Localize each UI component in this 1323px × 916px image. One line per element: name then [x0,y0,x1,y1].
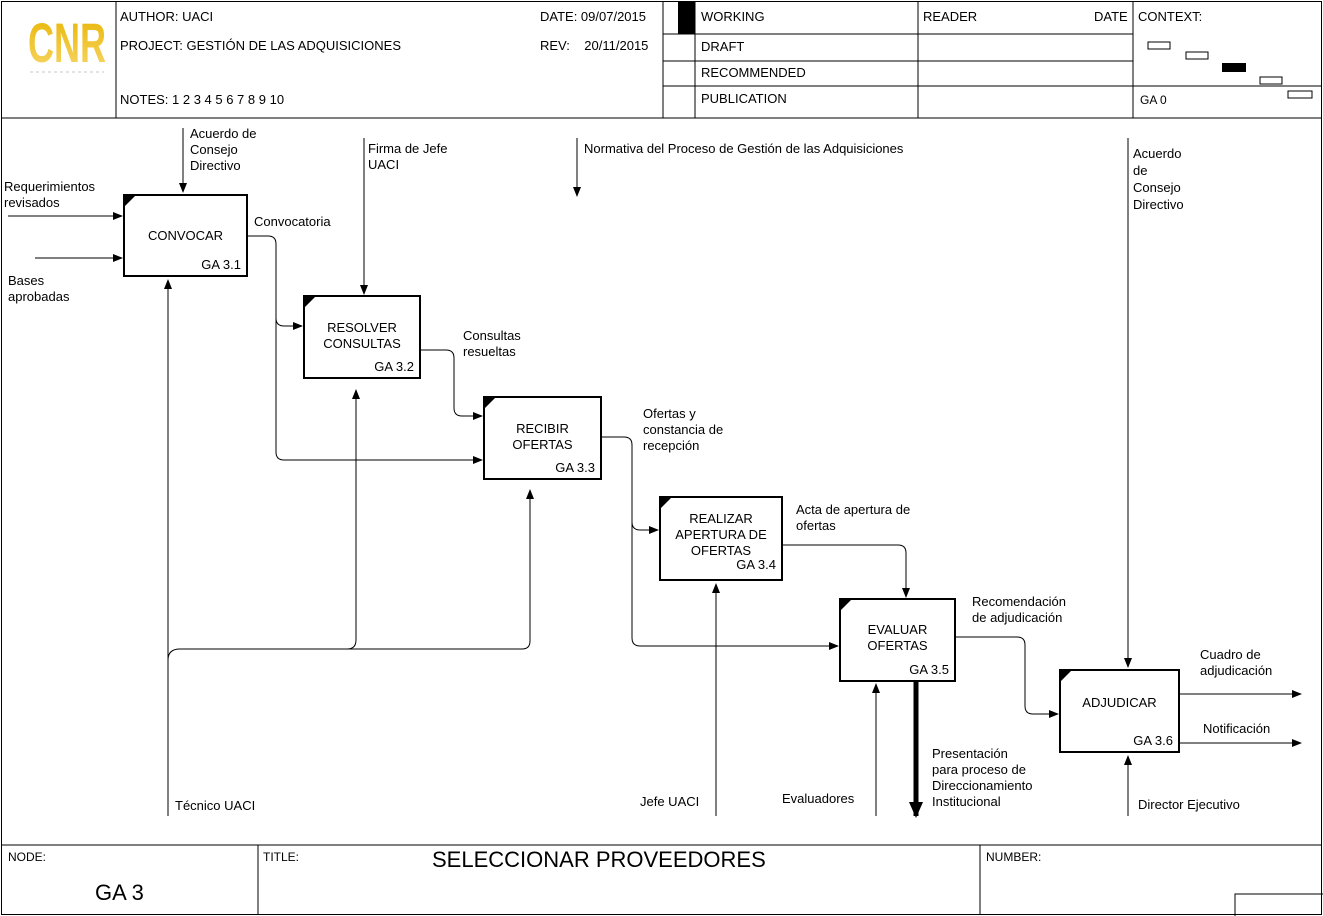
header-project: PROJECT: GESTIÓN DE LAS ADQUISICIONES [120,38,402,53]
box-corner-mark [305,297,315,307]
status-publication: PUBLICATION [701,91,787,106]
activity-recibir-ofertas: RECIBIR OFERTAS GA 3.3 [483,396,602,480]
activity-resolver-consultas: RESOLVER CONSULTAS GA 3.2 [303,295,421,379]
activity-number: GA 3.4 [736,557,776,572]
activity-number: GA 3.3 [555,460,595,475]
status-recommended: RECOMMENDED [701,65,806,80]
label-acuerdo-consejo-2: Acuerdo de Consejo Directivo [1133,146,1184,212]
activity-name: RECIBIR OFERTAS [512,421,573,452]
activity-name: EVALUAR OFERTAS [867,622,928,653]
label-convocatoria: Convocatoria [254,214,331,229]
label-recomendacion: Recomendación de adjudicación [972,594,1066,625]
activity-name: ADJUDICAR [1082,695,1157,710]
header-author: AUTHOR: UACI [120,9,214,24]
activity-number: GA 3.6 [1133,733,1173,748]
header-notes: NOTES: 1 2 3 4 5 6 7 8 9 10 [120,92,285,107]
cnr-logo: CNR [28,12,106,74]
activity-name: CONVOCAR [147,228,224,243]
label-tecnico-uaci: Técnico UACI [175,798,256,813]
box-corner-mark [1061,671,1071,681]
footer-title-label: TITLE: [263,850,300,864]
activity-number: GA 3.5 [909,662,949,677]
header-context-node: GA 0 [1140,93,1167,107]
box-corner-mark [485,398,495,408]
svg-text:CNR: CNR [28,12,106,74]
activity-adjudicar: ADJUDICAR GA 3.6 [1059,669,1180,753]
activity-number: GA 3.1 [201,257,241,272]
footer-node-label: NODE: [8,850,47,864]
footer-node-value: GA 3 [95,880,144,905]
label-ofertas-constancia: Ofertas y constancia de recepción [643,406,724,453]
label-normativa: Normativa del Proceso de Gestión de las … [584,141,904,156]
label-requerimientos: Requerimientos revisados [4,179,96,210]
header-reader: READER [923,9,978,24]
label-jefe-uaci: Jefe UACI [640,794,700,809]
label-bases: Bases aprobadas [8,273,70,304]
footer-number-label: NUMBER: [986,850,1042,864]
activity-name: RESOLVER CONSULTAS [323,320,401,351]
box-corner-mark [125,196,135,206]
footer-title-value: SELECCIONAR PROVEEDORES [432,847,766,872]
label-cuadro-adjudicacion: Cuadro de adjudicación [1200,647,1273,678]
header-reader-date: DATE [1094,9,1128,24]
label-consultas-resueltas: Consultas resueltas [463,328,521,359]
header-rev: REV: 20/11/2015 [540,38,649,53]
box-corner-mark [661,498,671,508]
label-notificacion: Notificación [1203,721,1271,736]
activity-evaluar-ofertas: EVALUAR OFERTAS GA 3.5 [839,598,956,682]
status-draft: DRAFT [701,39,745,54]
activity-name: REALIZAR APERTURA DE OFERTAS [675,511,767,558]
label-firma-jefe: Firma de Jefe UACI [368,141,448,172]
activity-number: GA 3.2 [374,359,414,374]
activity-realizar-apertura: REALIZAR APERTURA DE OFERTAS GA 3.4 [659,496,783,581]
label-presentacion: Presentación para proceso de Direccionam… [932,746,1033,809]
label-acuerdo-consejo-1: Acuerdo de Consejo Directivo [190,126,257,173]
label-evaluadores: Evaluadores [782,791,855,806]
header-date: DATE: 09/07/2015 [540,9,646,24]
header-context: CONTEXT: [1138,9,1203,24]
status-working: WORKING [701,9,765,24]
label-director-ejecutivo: Director Ejecutivo [1138,797,1240,812]
activity-convocar: CONVOCAR GA 3.1 [123,194,248,277]
label-acta-apertura: Acta de apertura de ofertas [796,502,911,533]
box-corner-mark [841,600,851,610]
